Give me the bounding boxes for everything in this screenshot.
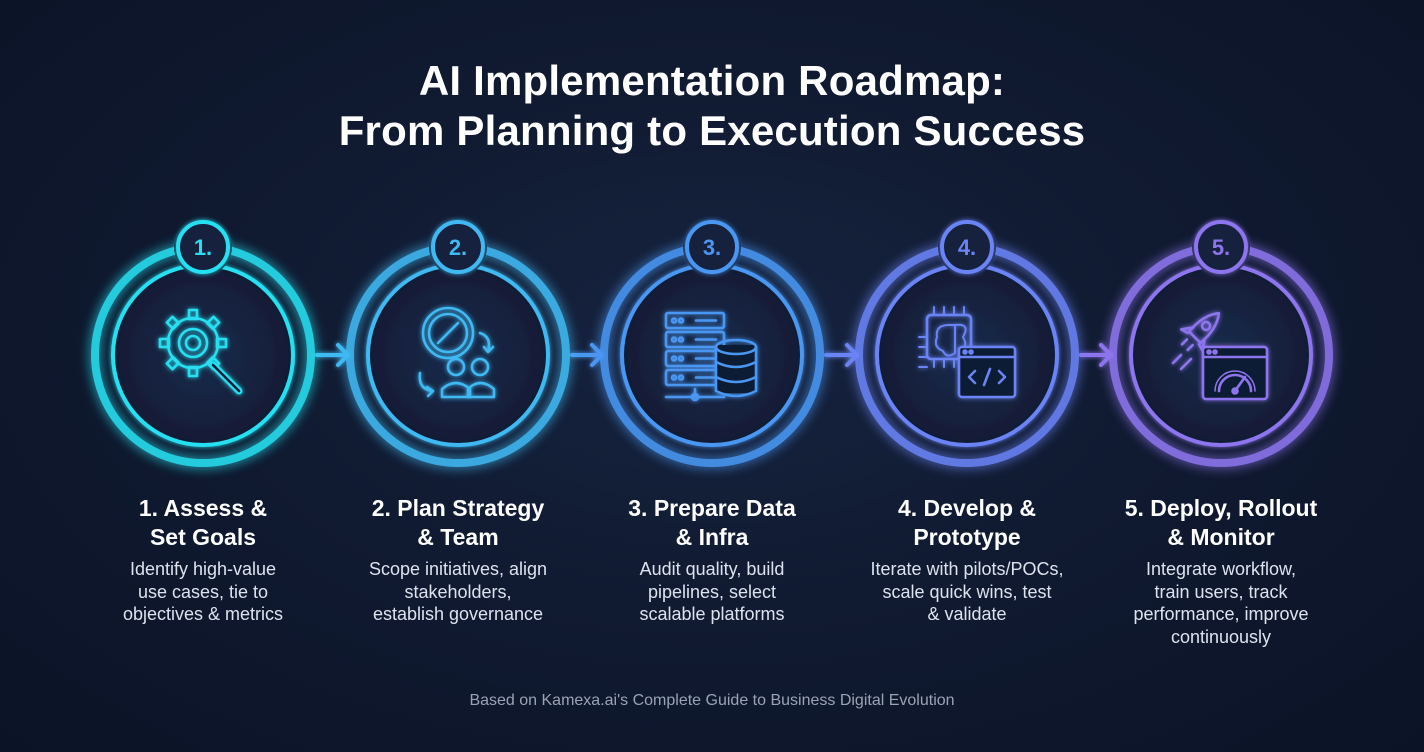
step-heading: 3. Prepare Data & Infra [587, 494, 837, 552]
step-description: Iterate with pilots/POCs,scale quick win… [842, 558, 1092, 626]
step-heading-line: & Team [417, 524, 499, 550]
step-1-node: 1. [91, 218, 315, 467]
step-description-line: use cases, tie to [137, 581, 269, 602]
step-description-line: continuously [1170, 626, 1272, 647]
step-heading-line: & Infra [675, 524, 749, 550]
step-description-line: Audit quality, build [639, 559, 785, 579]
title-line-2: From Planning to Execution Success [338, 107, 1086, 154]
step-heading: 1. Assess & Set Goals [78, 494, 328, 552]
source-footnote: Based on Kamexa.ai's Complete Guide to B… [469, 692, 955, 709]
step-description-line: scalable platforms [639, 604, 785, 624]
step-heading-line: & Monitor [1167, 524, 1275, 550]
step-description-line: stakeholders, [404, 581, 512, 602]
step-heading: 5. Deploy, Rollout & Monitor [1096, 494, 1346, 552]
step-3-node: 3. [600, 218, 824, 467]
step-badge [176, 220, 230, 274]
step-badge-number: 1. [194, 235, 212, 260]
step-description-line: establish governance [372, 604, 544, 624]
connector-arrow [570, 343, 604, 367]
inner-ring [620, 263, 804, 447]
step-description-line: objectives & metrics [122, 604, 284, 624]
step-badge-number: 3. [703, 235, 721, 260]
step-5-node: 5. [1109, 218, 1333, 467]
step-description-line: train users, track [1154, 581, 1288, 602]
server-database-icon [664, 311, 758, 402]
step-description-line: Iterate with pilots/POCs, [870, 559, 1064, 579]
step-heading-line: 4. Develop & [897, 495, 1037, 521]
step-4-node: 4. [855, 218, 1079, 467]
connector-arrow [1079, 343, 1113, 367]
step-badge [1194, 220, 1248, 274]
step-heading-line: 1. Assess & [138, 495, 268, 521]
step-description-line: & validate [927, 604, 1007, 624]
page-title: AI Implementation Roadmap: From Planning… [0, 56, 1424, 156]
step-badge-number: 2. [449, 235, 467, 260]
gear-magnifier-icon [158, 308, 243, 395]
connector-arrow [315, 343, 350, 367]
compass-team-icon [418, 306, 496, 399]
ai-chip-code-icon [918, 306, 1017, 399]
step-badge-number: 4. [958, 235, 976, 260]
step-badge-number: 5. [1212, 235, 1230, 260]
step-heading-line: 5. Deploy, Rollout [1124, 495, 1318, 521]
step-heading-line: 3. Prepare Data [628, 495, 796, 521]
step-description-line: Identify high-value [129, 559, 277, 579]
step-description-line: Scope initiatives, align [368, 559, 548, 579]
step-2-node: 2. [346, 218, 570, 467]
step-badge [431, 220, 485, 274]
step-heading-line: 2. Plan Strategy [371, 495, 545, 521]
connector-arrow [824, 343, 859, 367]
step-description-line: pipelines, select [647, 581, 777, 602]
step-badge [940, 220, 994, 274]
step-description-line: Integrate workflow, [1145, 559, 1297, 579]
step-heading: 2. Plan Strategy & Team [333, 494, 583, 552]
step-heading: 4. Develop & Prototype [842, 494, 1092, 552]
title-line-1: AI Implementation Roadmap: [418, 57, 1006, 104]
rocket-gauge-icon [1171, 311, 1269, 401]
step-description-line: performance, improve [1133, 604, 1309, 624]
step-heading-line: Prototype [913, 524, 1021, 550]
step-badge [685, 220, 739, 274]
step-description-line: scale quick wins, test [882, 581, 1052, 602]
inner-ring [111, 263, 295, 447]
step-heading-line: Set Goals [149, 524, 257, 550]
